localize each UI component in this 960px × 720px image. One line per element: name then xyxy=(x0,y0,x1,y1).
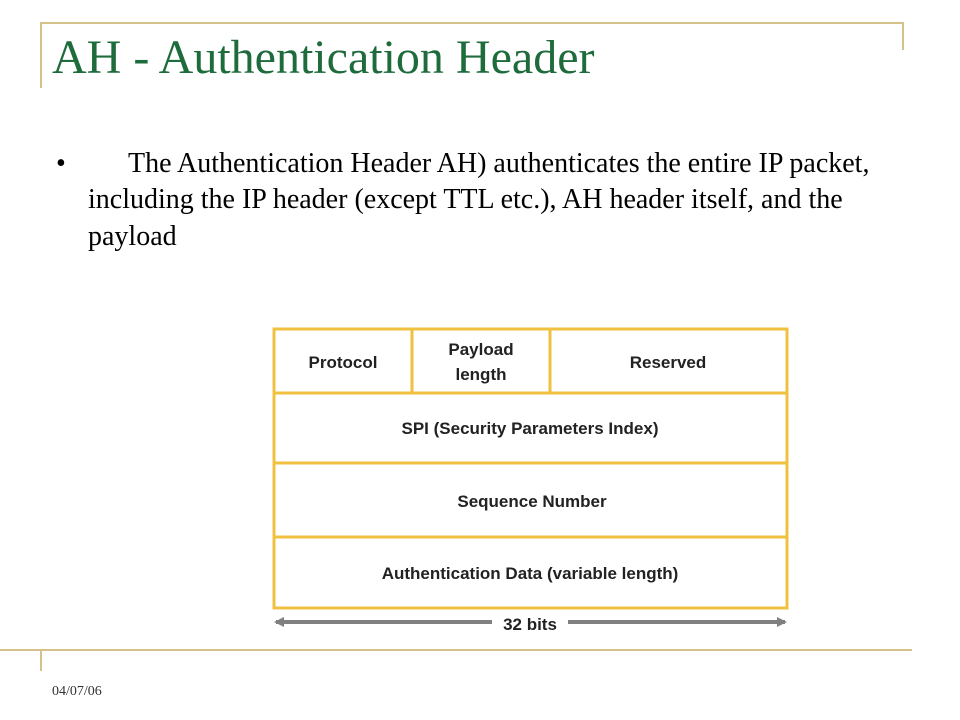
payload-length-label-line2: length xyxy=(456,365,507,384)
bullet-marker: • xyxy=(56,148,66,179)
payload-length-label-line1: Payload xyxy=(448,340,513,359)
header-table: Protocol Payload length Reserved SPI (Se… xyxy=(272,327,789,610)
width-arrow: 32 bits xyxy=(274,612,787,634)
frame-top-rule xyxy=(40,22,904,24)
slide-title: AH - Authentication Header xyxy=(52,31,595,84)
frame-right-rule xyxy=(902,22,904,50)
slide-date: 04/07/06 xyxy=(52,684,102,699)
width-label: 32 bits xyxy=(503,615,557,634)
authentication-data-field-label: Authentication Data (variable length) xyxy=(382,564,679,583)
reserved-field-label: Reserved xyxy=(630,353,707,372)
protocol-field-label: Protocol xyxy=(309,353,378,372)
sequence-number-field-label: Sequence Number xyxy=(457,492,607,511)
footer-tick xyxy=(40,649,42,671)
bullet-text: The Authentication Header AH) authentica… xyxy=(88,148,870,252)
frame-left-rule xyxy=(40,22,42,88)
spi-field-label: SPI (Security Parameters Index) xyxy=(401,419,658,438)
footer-rule xyxy=(0,649,912,651)
arrow-label-background xyxy=(492,612,568,634)
table-outline xyxy=(272,327,789,610)
